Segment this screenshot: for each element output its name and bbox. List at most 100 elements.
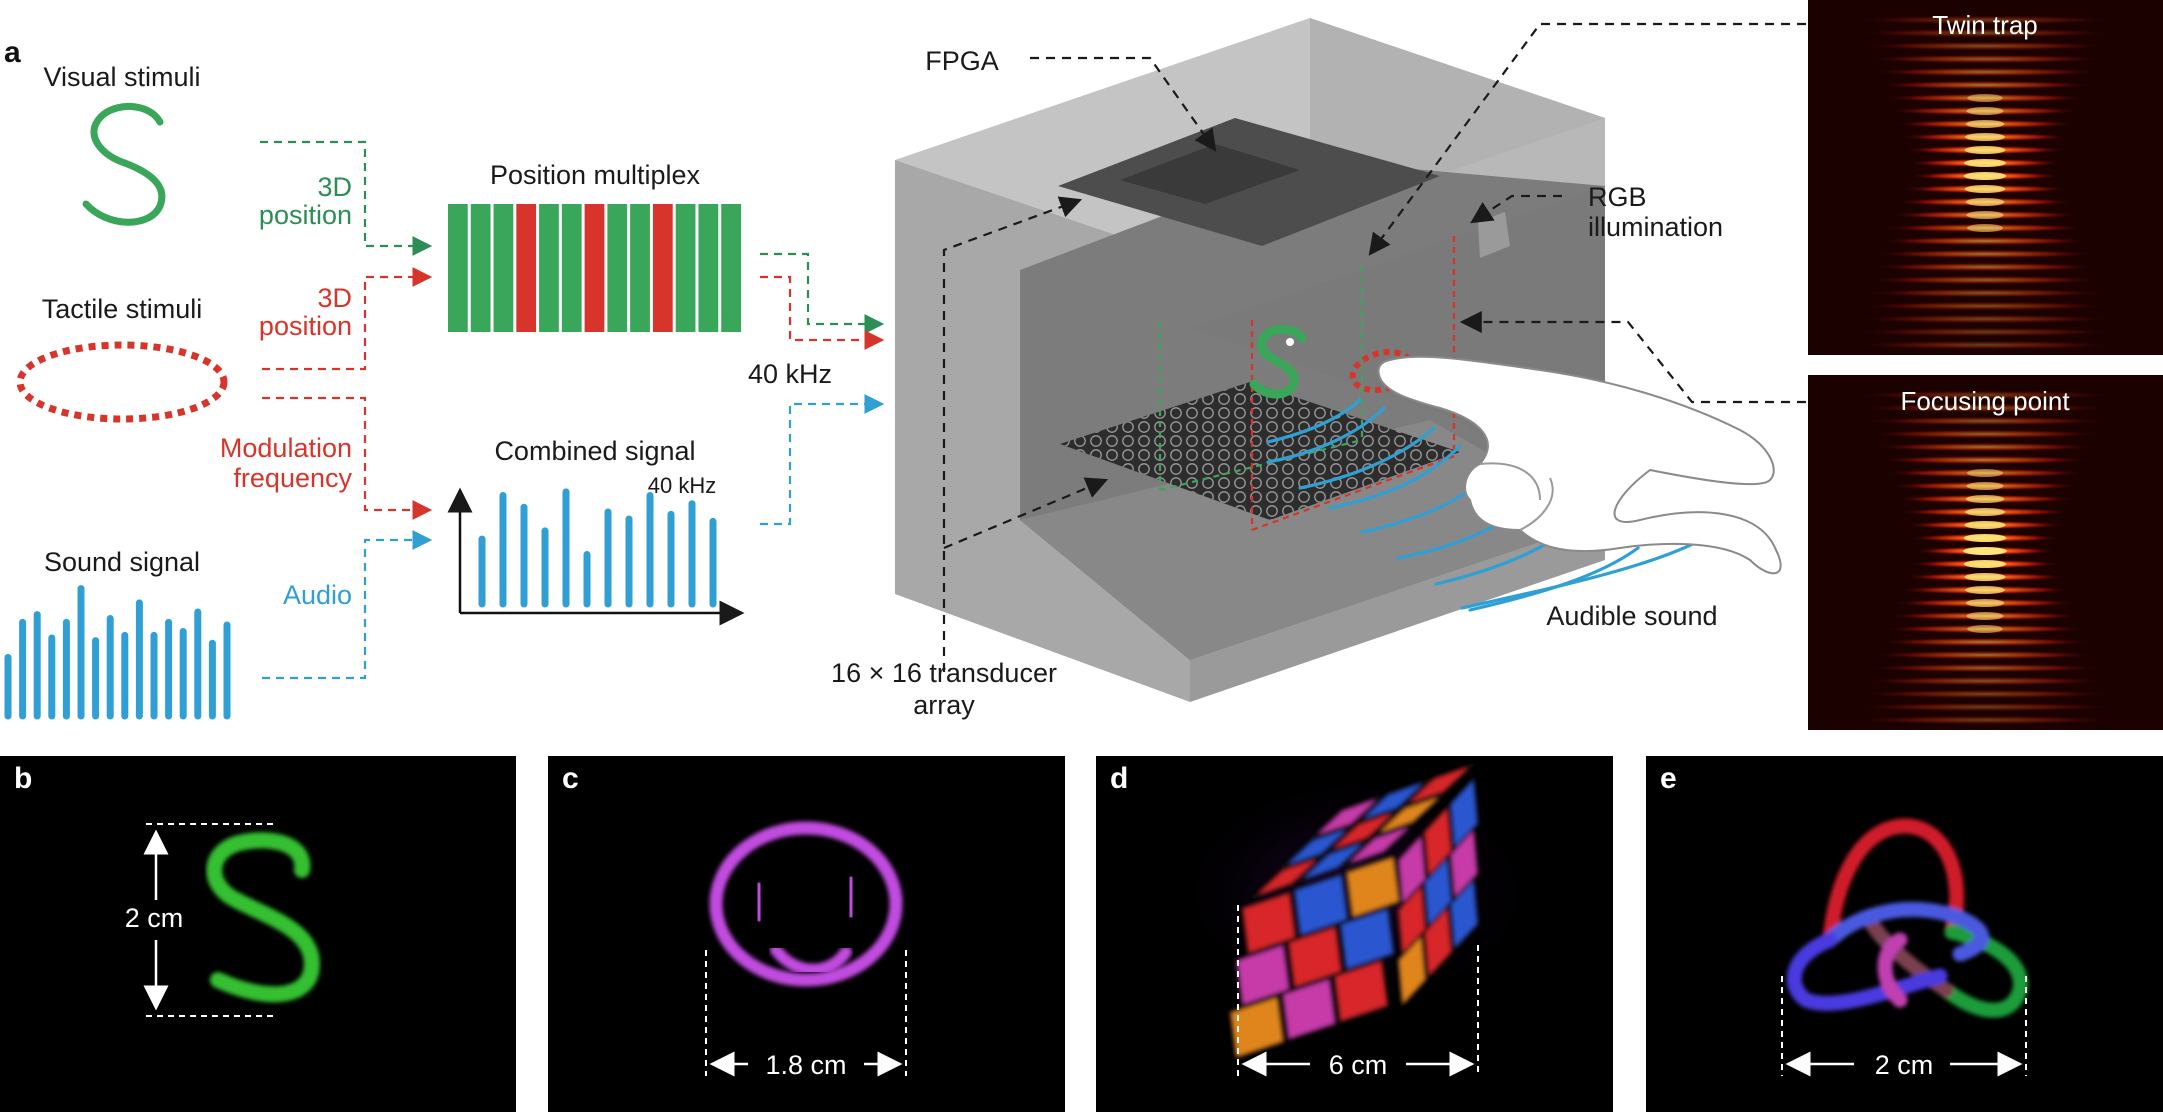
fringe-core: [1966, 107, 2004, 115]
fringe: [1871, 262, 2099, 272]
cube-side-tile: [1422, 902, 1454, 982]
fringe: [1874, 442, 2096, 452]
fringe: [1877, 80, 2093, 90]
fringe-core: [1965, 133, 2005, 141]
cube-face-tile: [1344, 854, 1402, 920]
fringe: [1880, 236, 2090, 246]
green-3d-label-1: 3D: [317, 172, 352, 202]
panel-b-scale: 2 cm: [125, 903, 184, 933]
cube-top-tile: [1296, 838, 1370, 884]
fringe: [1878, 637, 2092, 647]
multiplex-bar: [539, 204, 559, 332]
multiplex-bar: [448, 204, 468, 332]
fringe-core: [1967, 94, 2003, 102]
fringe: [1875, 249, 2095, 259]
device-leaders: [942, 22, 1806, 672]
fringe-core: [1966, 612, 2004, 620]
fringe-core: [1966, 211, 2004, 219]
twin-trap-label: Twin trap: [1932, 10, 2038, 40]
visual-stimuli-label: Visual stimuli: [43, 62, 200, 92]
panel-b-letter: b: [14, 762, 32, 795]
fringe: [1859, 403, 2111, 413]
audible-sound-label: Audible sound: [1546, 601, 1717, 631]
array-label-1: 16 × 16 transducer: [831, 658, 1057, 688]
fringe-core: [1963, 560, 2007, 568]
fringe: [1868, 275, 2102, 285]
green-3d-label-2: position: [259, 200, 352, 230]
tactile-stimuli-label: Tactile stimuli: [42, 294, 203, 324]
multiplex-bar: [493, 204, 514, 332]
carrier-freq-label: 40 kHz: [748, 359, 832, 389]
device-guides: [1158, 236, 1456, 532]
fringe: [1884, 468, 2086, 478]
red-3d-label-1: 3D: [317, 283, 352, 313]
panel-d-letter: d: [1110, 762, 1128, 795]
sound-signal-label: Sound signal: [44, 547, 200, 577]
red-3d-label-2: position: [259, 311, 352, 341]
fringe-core: [1964, 185, 2006, 193]
cube-top-tile: [1326, 808, 1400, 854]
cube-top-tile: [1250, 854, 1324, 900]
cube-face-tile: [1332, 958, 1390, 1024]
hand-illustration: [1377, 355, 1782, 575]
cube-top-tile: [1372, 792, 1446, 838]
panel-e-scale: 2 cm: [1875, 1050, 1934, 1080]
smiley-face: [709, 821, 903, 987]
fringe-core: [1963, 172, 2007, 180]
fringe: [1871, 67, 2099, 77]
cube-side-tile: [1448, 774, 1480, 854]
fringe: [1883, 624, 2087, 634]
fringe-core: [1967, 625, 2003, 633]
fringe-core: [1966, 482, 2004, 490]
fringe-core: [1965, 198, 2005, 206]
fringe: [1857, 314, 2113, 324]
combined-signal-bars: [478, 488, 717, 608]
fringe: [1855, 715, 2115, 725]
fringe-core: [1963, 547, 2007, 555]
fpga-label: FPGA: [925, 46, 999, 76]
fringe: [1869, 429, 2101, 439]
fringe: [1855, 327, 2115, 337]
combined-signal-label: Combined signal: [494, 436, 695, 466]
multiplex-bar: [721, 204, 741, 332]
panel-b: b 2 cm: [0, 756, 516, 1112]
fringe: [1855, 702, 2115, 712]
combined-freq-label: 40 kHz: [648, 473, 716, 498]
panel-d-scale: 6 cm: [1329, 1050, 1388, 1080]
fringe-core: [1963, 534, 2007, 542]
fringe-core: [1965, 120, 2005, 128]
fringe: [1855, 340, 2115, 350]
panel-c: c 1.8 cm: [548, 756, 1065, 1112]
fringe: [1866, 54, 2104, 64]
fringe-core: [1964, 573, 2006, 581]
fringe: [1873, 650, 2097, 660]
multiplex-bar: [516, 204, 537, 332]
fringe: [1858, 28, 2112, 38]
cube-face-tile: [1228, 994, 1286, 1060]
fringe-core: [1965, 586, 2005, 594]
twin-trap-panel: Twin trap: [1808, 0, 2163, 355]
visual-s-glyph: [82, 102, 166, 226]
multiplex-to-device-routes: [760, 252, 885, 526]
panel-d: d 6 cm: [1096, 756, 1613, 1112]
multiplex-bar: [698, 204, 719, 332]
fringe: [1863, 676, 2107, 686]
rgb-label-2: illumination: [1588, 212, 1723, 242]
fringe-core: [1963, 159, 2007, 167]
fringe: [1868, 663, 2102, 673]
focusing-point-panel: Focusing point: [1808, 375, 2163, 730]
levitated-particle: [1286, 338, 1294, 346]
cube-top-tile: [1356, 778, 1430, 824]
rubiks-cube: [1228, 762, 1480, 1060]
panel-e: e 2 cm: [1646, 756, 2163, 1112]
green-route: [260, 140, 433, 256]
combined-axes: [447, 487, 745, 626]
panel-c-letter: c: [562, 762, 579, 795]
multiplex-bar: [630, 204, 650, 332]
fringe-core: [1967, 224, 2003, 232]
red-route: [262, 267, 433, 520]
focusing-point-label: Focusing point: [1900, 386, 2070, 416]
fringe: [1855, 390, 2115, 400]
sound-signal-bars: [4, 585, 231, 720]
